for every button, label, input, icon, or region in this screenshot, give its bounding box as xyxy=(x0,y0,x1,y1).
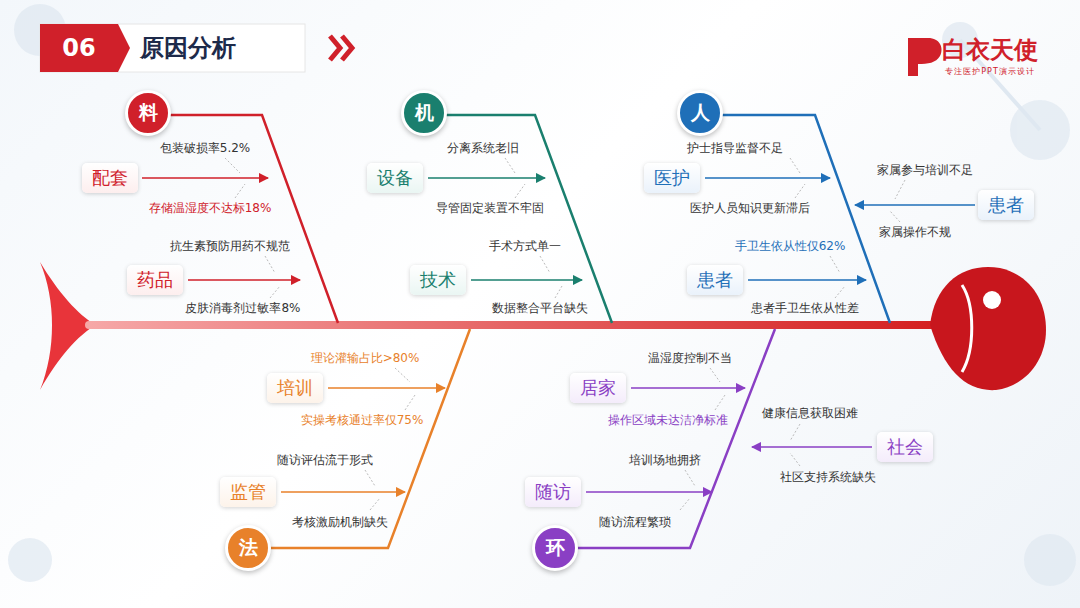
cause-category: 培训 xyxy=(277,376,313,400)
cause-text: 存储温湿度不达标18% xyxy=(149,201,272,215)
cause-box: 监管 xyxy=(220,477,276,507)
category-label: 法 xyxy=(239,535,258,561)
cause-box: 培训 xyxy=(267,373,323,403)
cause-box: 患者 xyxy=(687,265,743,295)
logo-text: 专注医护PPT演示设计 xyxy=(945,67,1035,77)
section-number: 06 xyxy=(62,34,95,63)
cause-category: 社会 xyxy=(887,435,923,459)
cause-category: 监管 xyxy=(230,480,266,504)
cause-category: 患者 xyxy=(988,193,1024,217)
cause-text: 温湿度控制不当 xyxy=(648,351,732,365)
cause-text: 分离系统老旧 xyxy=(447,141,519,155)
cause-text: 手术方式单一 xyxy=(489,239,561,253)
cause-text: 家属参与培训不足 xyxy=(877,163,973,177)
category-label: 环 xyxy=(546,535,565,561)
cause-category: 随访 xyxy=(535,480,571,504)
cause-text: 实操考核通过率仅75% xyxy=(301,413,424,427)
cause-category: 技术 xyxy=(420,268,456,292)
cause-category: 患者 xyxy=(697,268,733,292)
cause-text: 考核激励机制缺失 xyxy=(292,515,388,529)
slide-title: 原因分析 xyxy=(140,32,236,64)
category-label: 料 xyxy=(139,100,158,126)
cause-text: 随访评估流于形式 xyxy=(277,453,373,467)
cause-category: 医护 xyxy=(654,166,690,190)
logo-text: 白衣天使 xyxy=(942,36,1038,65)
cause-box: 随访 xyxy=(525,477,581,507)
cause-category: 居家 xyxy=(580,376,616,400)
category-circle: 机 xyxy=(401,90,447,136)
cause-text: 培训场地拥挤 xyxy=(629,453,701,467)
cause-box: 社会 xyxy=(877,432,933,462)
cause-box: 设备 xyxy=(367,163,423,193)
cause-text: 医护人员知识更新滞后 xyxy=(690,201,810,215)
cause-text: 社区支持系统缺失 xyxy=(780,470,876,484)
cause-box: 患者 xyxy=(978,190,1034,220)
cause-text: 操作区域未达洁净标准 xyxy=(608,413,728,427)
category-label: 机 xyxy=(415,100,434,126)
cause-text: 家属操作不规 xyxy=(879,225,951,239)
cause-box: 配套 xyxy=(82,163,138,193)
cause-text: 健康信息获取困难 xyxy=(762,406,858,420)
cause-category: 药品 xyxy=(137,268,173,292)
category-circle: 人 xyxy=(677,90,723,136)
cause-text: 理论灌输占比>80% xyxy=(311,351,420,365)
category-circle: 料 xyxy=(125,90,171,136)
cause-text: 随访流程繁琐 xyxy=(599,515,671,529)
cause-text: 抗生素预防用药不规范 xyxy=(170,239,290,253)
cause-category: 配套 xyxy=(92,166,128,190)
cause-text: 数据整合平台缺失 xyxy=(492,301,588,315)
cause-text: 患者手卫生依从性差 xyxy=(751,301,859,315)
cause-text: 护士指导监督不足 xyxy=(687,141,783,155)
cause-box: 居家 xyxy=(570,373,626,403)
cause-text: 导管固定装置不牢固 xyxy=(436,201,544,215)
cause-box: 技术 xyxy=(410,265,466,295)
category-circle: 环 xyxy=(532,525,578,571)
cause-text: 包装破损率5.2% xyxy=(160,141,251,155)
cause-box: 医护 xyxy=(644,163,700,193)
category-label: 人 xyxy=(691,100,710,126)
cause-category: 设备 xyxy=(377,166,413,190)
cause-box: 药品 xyxy=(127,265,183,295)
cause-text: 皮肤消毒剂过敏率8% xyxy=(185,301,300,315)
category-circle: 法 xyxy=(225,525,271,571)
cause-text: 手卫生依从性仅62% xyxy=(735,239,846,253)
